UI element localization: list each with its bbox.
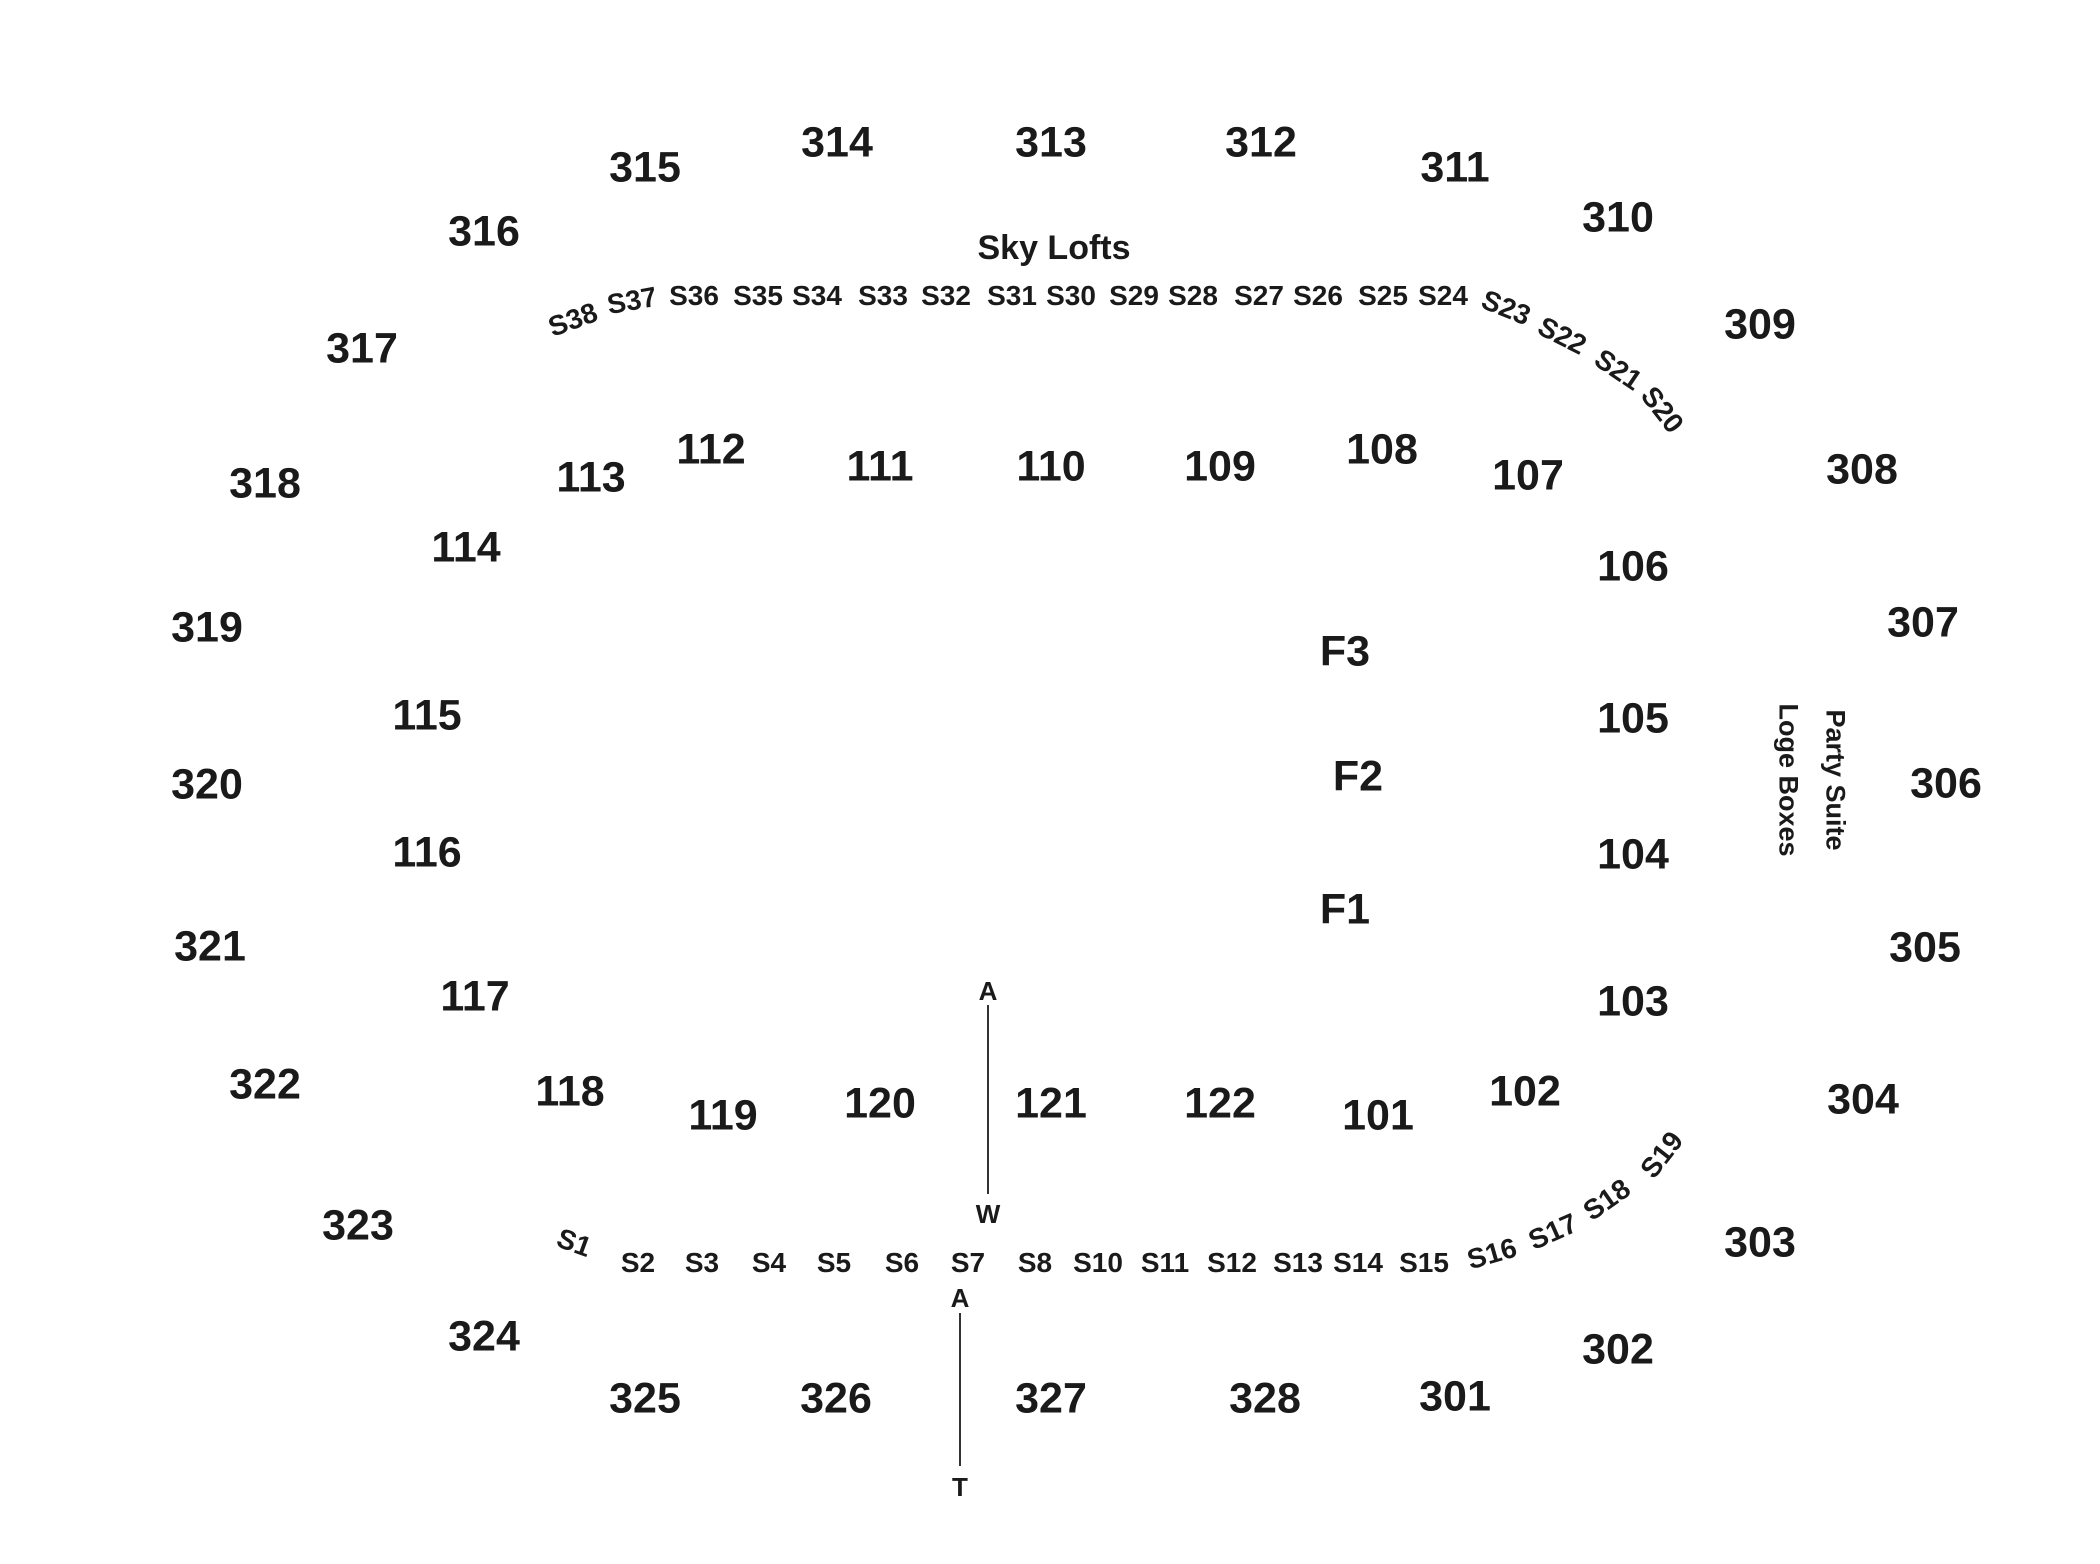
section-306[interactable]: 306	[1910, 759, 1982, 808]
section-307[interactable]: 307	[1887, 598, 1959, 647]
suite-s15[interactable]: S15	[1399, 1247, 1449, 1278]
section-118[interactable]: 118	[535, 1067, 605, 1116]
suite-s24[interactable]: S24	[1418, 280, 1468, 311]
section-318[interactable]: 318	[229, 459, 301, 508]
section-101[interactable]: 101	[1342, 1091, 1414, 1140]
section-313[interactable]: 313	[1015, 118, 1087, 167]
section-324[interactable]: 324	[448, 1312, 520, 1361]
suite-s10[interactable]: S10	[1073, 1247, 1123, 1278]
section-317[interactable]: 317	[326, 324, 398, 373]
section-108[interactable]: 108	[1346, 425, 1418, 474]
section-110[interactable]: 110	[1016, 442, 1086, 491]
floor-section-f2[interactable]: F2	[1332, 752, 1384, 801]
suite-s2[interactable]: S2	[620, 1247, 656, 1278]
section-104[interactable]: 104	[1597, 830, 1669, 879]
suite-s11[interactable]: S11	[1140, 1247, 1190, 1278]
section-303[interactable]: 303	[1724, 1218, 1796, 1267]
section-103[interactable]: 103	[1597, 977, 1669, 1026]
section-309[interactable]: 309	[1724, 300, 1796, 349]
section-310[interactable]: 310	[1582, 193, 1654, 242]
suite-s28[interactable]: S28	[1168, 280, 1218, 311]
section-305[interactable]: 305	[1889, 923, 1961, 972]
section-112[interactable]: 112	[676, 425, 746, 474]
suite-s26[interactable]: S26	[1293, 280, 1343, 311]
loge-boxes-label: Loge Boxes	[1773, 703, 1804, 857]
sky-lofts-label: Sky Lofts	[977, 229, 1131, 267]
section-327[interactable]: 327	[1015, 1374, 1087, 1423]
suite-s3[interactable]: S3	[684, 1247, 720, 1278]
suite-s30[interactable]: S30	[1046, 280, 1096, 311]
suite-s25[interactable]: S25	[1358, 280, 1408, 311]
section-320[interactable]: 320	[171, 760, 243, 809]
section-322[interactable]: 322	[229, 1060, 301, 1109]
suite-s29[interactable]: S29	[1109, 280, 1159, 311]
floor-section-f3[interactable]: F3	[1319, 627, 1371, 676]
suite-s7[interactable]: S7	[950, 1247, 986, 1278]
section-304[interactable]: 304	[1827, 1075, 1899, 1124]
section-114[interactable]: 114	[431, 523, 501, 572]
aisle-lower-top-letter: A	[950, 1283, 970, 1313]
section-308[interactable]: 308	[1826, 445, 1898, 494]
suite-s35[interactable]: S35	[733, 280, 783, 311]
section-325[interactable]: 325	[609, 1374, 681, 1423]
section-315[interactable]: 315	[609, 143, 681, 192]
section-119[interactable]: 119	[688, 1091, 758, 1140]
section-311[interactable]: 311	[1420, 143, 1490, 192]
section-113[interactable]: 113	[556, 453, 626, 502]
suite-s12[interactable]: S12	[1207, 1247, 1257, 1278]
section-111[interactable]: 111	[846, 442, 914, 491]
suite-s36[interactable]: S36	[669, 280, 719, 311]
floor-section-f1[interactable]: F1	[1319, 885, 1371, 934]
aisle-lower-bottom-letter: T	[952, 1472, 968, 1502]
section-109[interactable]: 109	[1184, 442, 1256, 491]
section-121[interactable]: 121	[1015, 1079, 1087, 1128]
suite-s5[interactable]: S5	[816, 1247, 852, 1278]
section-116[interactable]: 116	[392, 828, 462, 877]
section-301[interactable]: 301	[1419, 1372, 1491, 1421]
section-323[interactable]: 323	[322, 1201, 394, 1250]
party-suite-label: Party Suite	[1820, 709, 1851, 851]
section-117[interactable]: 117	[440, 972, 510, 1021]
suite-s32[interactable]: S32	[921, 280, 971, 311]
suite-s33[interactable]: S33	[858, 280, 908, 311]
section-122[interactable]: 122	[1184, 1079, 1256, 1128]
suite-s14[interactable]: S14	[1333, 1247, 1383, 1278]
suite-s6[interactable]: S6	[884, 1247, 920, 1278]
section-302[interactable]: 302	[1582, 1325, 1654, 1374]
section-106[interactable]: 106	[1597, 542, 1669, 591]
suite-s31[interactable]: S31	[987, 280, 1037, 311]
suite-s4[interactable]: S4	[751, 1247, 787, 1278]
section-120[interactable]: 120	[844, 1079, 916, 1128]
aisle-upper-bottom-letter: W	[975, 1199, 1001, 1229]
section-326[interactable]: 326	[800, 1374, 872, 1423]
suite-s27[interactable]: S27	[1234, 280, 1284, 311]
suite-s13[interactable]: S13	[1273, 1247, 1323, 1278]
section-316[interactable]: 316	[448, 207, 520, 256]
suite-s8[interactable]: S8	[1017, 1247, 1053, 1278]
section-314[interactable]: 314	[801, 118, 873, 167]
section-319[interactable]: 319	[171, 603, 243, 652]
section-312[interactable]: 312	[1225, 118, 1297, 167]
aisle-upper-top-letter: A	[978, 976, 998, 1006]
section-102[interactable]: 102	[1489, 1067, 1561, 1116]
section-107[interactable]: 107	[1492, 451, 1564, 500]
section-115[interactable]: 115	[392, 691, 462, 740]
section-321[interactable]: 321	[174, 922, 246, 971]
suite-s34[interactable]: S34	[792, 280, 842, 311]
section-105[interactable]: 105	[1597, 694, 1669, 743]
section-328[interactable]: 328	[1229, 1374, 1301, 1423]
